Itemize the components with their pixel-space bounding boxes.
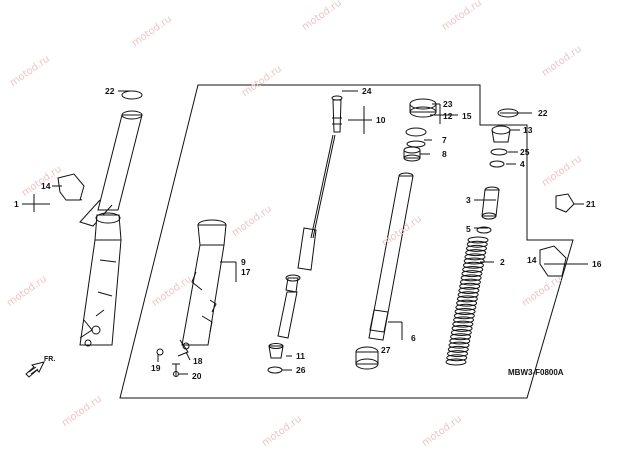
front-direction-arrow-icon bbox=[25, 361, 45, 378]
callout-23: 23 bbox=[443, 99, 453, 109]
spring-coil bbox=[456, 295, 478, 303]
spring-coil bbox=[447, 350, 469, 358]
lower-small-parts bbox=[156, 343, 284, 377]
callout-14-left: 14 bbox=[41, 181, 51, 191]
spring-seat bbox=[476, 226, 492, 234]
callout-25: 25 bbox=[520, 147, 530, 157]
fork-spring bbox=[445, 236, 489, 366]
callout-15: 15 bbox=[462, 111, 472, 121]
callout-17: 17 bbox=[241, 267, 251, 277]
callout-7: 7 bbox=[442, 135, 447, 145]
spring-coil bbox=[467, 236, 489, 244]
spring-coil bbox=[465, 249, 487, 257]
spring-coil bbox=[466, 240, 488, 248]
spring-coil bbox=[459, 278, 481, 286]
callout-22-left: 22 bbox=[105, 86, 115, 96]
callout-9: 9 bbox=[241, 257, 246, 267]
callout-11: 11 bbox=[296, 351, 305, 361]
fork-guard-right bbox=[539, 245, 567, 277]
callout-3: 3 bbox=[466, 195, 471, 205]
callout-27: 27 bbox=[381, 345, 391, 355]
spring-coil bbox=[463, 257, 485, 265]
callout-18: 18 bbox=[193, 356, 203, 366]
callout-1: 1 bbox=[14, 199, 19, 209]
damper-rod bbox=[277, 95, 343, 339]
callout-24: 24 bbox=[362, 86, 372, 96]
callout-10: 10 bbox=[376, 115, 386, 125]
spring-coil bbox=[453, 312, 475, 320]
right-top-parts bbox=[489, 108, 519, 168]
callout-26: 26 bbox=[296, 365, 306, 375]
assembly-boundary bbox=[119, 84, 574, 399]
spring-coil bbox=[445, 358, 467, 366]
callout-13: 13 bbox=[523, 125, 533, 135]
spring-coil bbox=[459, 282, 481, 290]
fork-cap-set bbox=[403, 98, 437, 162]
spring-coil bbox=[462, 265, 484, 273]
spring-coil bbox=[460, 274, 482, 282]
callout-8: 8 bbox=[442, 149, 447, 159]
spring-coil bbox=[446, 354, 468, 362]
callout-16: 16 bbox=[592, 259, 602, 269]
spring-coil bbox=[450, 329, 472, 337]
spring-coil bbox=[465, 244, 487, 252]
spring-coil bbox=[457, 291, 479, 299]
callout-2: 2 bbox=[500, 257, 505, 267]
spring-coil bbox=[462, 261, 484, 269]
spring-coil bbox=[464, 253, 486, 261]
spring-coil bbox=[453, 316, 475, 324]
callout-19: 19 bbox=[151, 363, 161, 373]
spring-coil bbox=[454, 308, 476, 316]
inner-fork-tube bbox=[355, 172, 414, 370]
callout-4: 4 bbox=[520, 159, 525, 169]
fork-assembly-complete bbox=[61, 90, 143, 347]
spring-coil bbox=[456, 299, 478, 307]
spring-coil bbox=[447, 345, 469, 353]
callout-12: 12 bbox=[443, 111, 453, 121]
callout-20: 20 bbox=[192, 371, 202, 381]
spring-coil bbox=[450, 333, 472, 341]
leader-lines bbox=[22, 90, 588, 375]
callout-22-right: 22 bbox=[538, 108, 548, 118]
spring-coil bbox=[449, 337, 471, 345]
guard-clip bbox=[555, 193, 575, 213]
callout-21: 21 bbox=[586, 199, 596, 209]
outer-fork-tube bbox=[177, 219, 227, 357]
spring-coil bbox=[458, 286, 480, 294]
callout-14-right: 14 bbox=[527, 255, 537, 265]
callout-5: 5 bbox=[466, 224, 471, 234]
spring-coil bbox=[455, 303, 477, 311]
spring-coil bbox=[448, 341, 470, 349]
spring-coil bbox=[452, 320, 474, 328]
callout-6: 6 bbox=[411, 333, 416, 343]
spring-coil bbox=[461, 270, 483, 278]
diagram-code: MBW3-F0800A bbox=[508, 368, 564, 377]
spacer-collar bbox=[481, 186, 500, 220]
fork-guard-left bbox=[57, 173, 85, 201]
spring-coil bbox=[451, 324, 473, 332]
direction-label: FR. bbox=[44, 356, 56, 363]
